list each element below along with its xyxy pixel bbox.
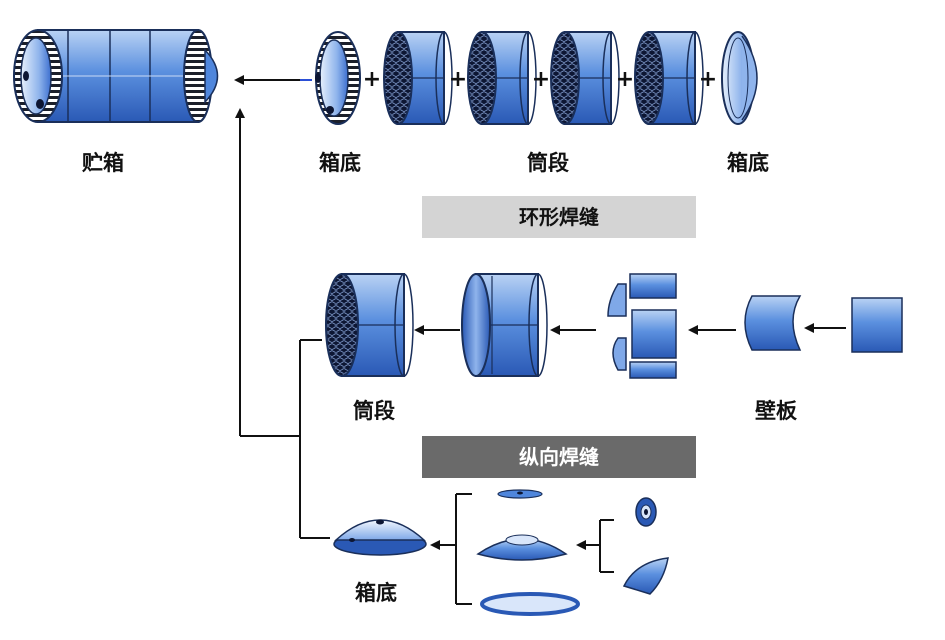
- label-top-dome-right: 箱底: [727, 151, 769, 175]
- band-longitudinal-label: 纵向焊缝: [519, 445, 599, 469]
- plus-1: +: [363, 67, 381, 92]
- bottom-dome-parts: [476, 489, 580, 616]
- plus-2: +: [449, 67, 467, 92]
- top-dome-left: [315, 31, 361, 125]
- tank-assembly: [13, 29, 219, 123]
- plus-4: +: [616, 67, 634, 92]
- mid-panel-curved: [744, 295, 802, 351]
- label-panel: 壁板: [755, 399, 798, 423]
- mid-barrel-welded: [461, 273, 548, 377]
- band-circumferential-label: 环形焊缝: [519, 205, 599, 229]
- label-top-dome: 箱底: [319, 151, 361, 175]
- label-mid-barrel: 筒段: [353, 399, 395, 423]
- mid-barrel-finished: [325, 273, 414, 377]
- label-tank: 贮箱: [81, 151, 124, 175]
- bottom-small-parts: [622, 497, 669, 595]
- band-longitudinal: [422, 436, 696, 478]
- label-top-barrels: 筒段: [527, 151, 569, 175]
- top-barrel-3: [550, 31, 620, 125]
- band-circumferential: [422, 196, 696, 238]
- top-barrel-1: [383, 31, 453, 125]
- top-dome-right: [721, 31, 758, 125]
- top-barrel-4: [634, 31, 704, 125]
- mid-panels-segmented: [607, 273, 677, 379]
- bottom-dome-finished: [333, 519, 427, 556]
- label-bottom-dome: 箱底: [355, 581, 397, 605]
- plus-5: +: [699, 67, 717, 92]
- plus-3: +: [532, 67, 550, 92]
- top-barrel-2: [467, 31, 537, 125]
- mid-panel-flat: [851, 297, 903, 353]
